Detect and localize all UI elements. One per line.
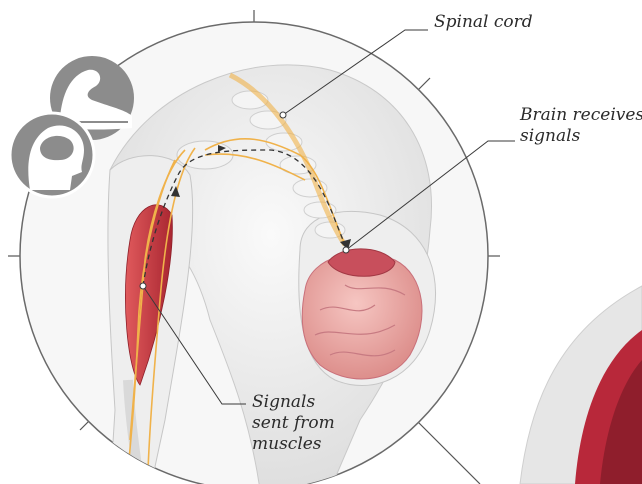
signals-sent-label: Signals sent from muscles [252,392,335,455]
partial-figure-right [520,286,642,484]
brain-label-line-1: Brain receives [520,105,642,126]
signals-label-line-1: Signals [252,392,335,413]
spinal-cord-label-text: Spinal cord [434,12,533,33]
brain [302,249,422,379]
signals-label-line-2: sent from [252,413,335,434]
head-brain-icon [10,113,94,197]
brain-receives-signals-label: Brain receives signals [520,105,642,147]
signals-label-line-3: muscles [252,434,335,455]
spinal-cord-label: Spinal cord [434,12,533,33]
brain-label-line-2: signals [520,126,642,147]
